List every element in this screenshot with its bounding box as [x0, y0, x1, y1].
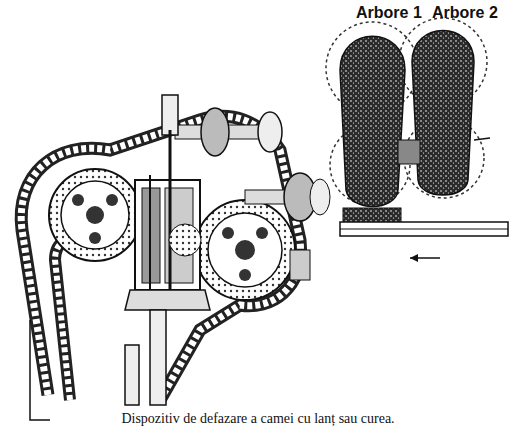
- figure-caption: Dispozitiv de defazare a camei cu lanț s…: [121, 411, 394, 427]
- phaser-device: [30, 95, 210, 420]
- shaft-label: Arbore 1: [356, 4, 422, 22]
- cam-inset: [326, 18, 508, 262]
- sprockets: [49, 169, 295, 300]
- shaft-label: Arbore 2: [432, 4, 498, 22]
